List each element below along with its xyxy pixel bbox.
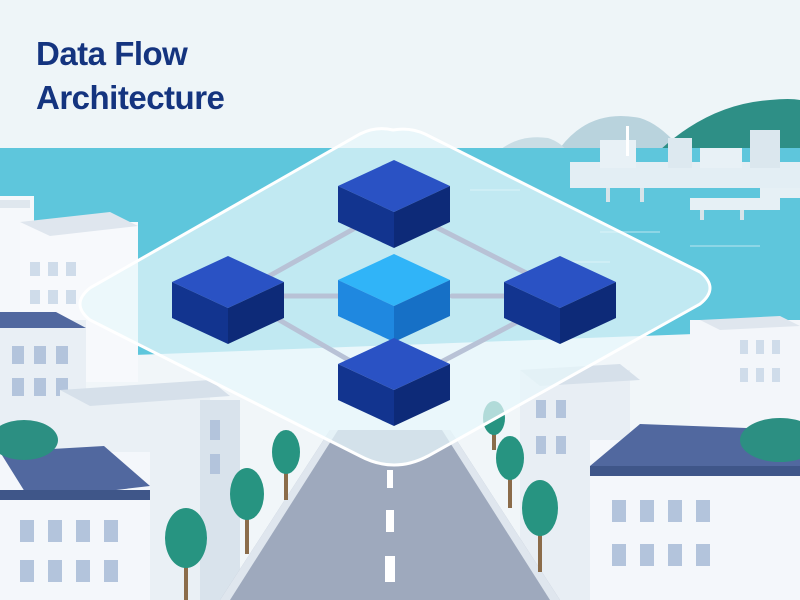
top-node [338,160,450,248]
right-node [504,256,616,344]
left-node [172,256,284,344]
harbor [570,126,800,220]
connector-top-left [259,219,369,283]
title-line-1: Data Flow [36,35,188,72]
page-title: Data Flow Architecture [36,32,225,120]
title-line-2: Architecture [36,79,225,116]
center-node [338,254,450,342]
bottom-node [338,338,450,426]
road [220,430,560,600]
connector-top-right [423,219,543,283]
